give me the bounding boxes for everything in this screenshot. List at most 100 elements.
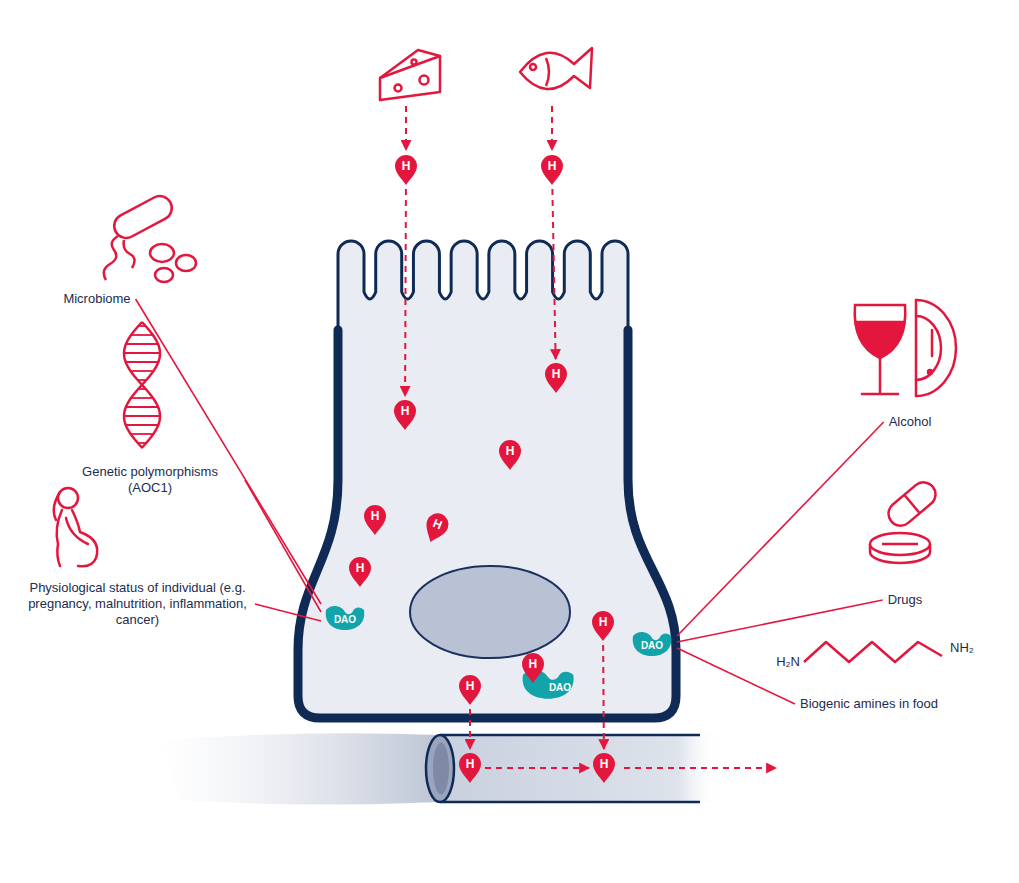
factor-label: Drugs — [855, 590, 955, 608]
fish-eye — [530, 64, 536, 70]
dna-strand — [124, 322, 160, 448]
histamine-symbol: H — [529, 653, 538, 675]
pin-fill — [420, 510, 452, 546]
histamine-pin: H — [544, 362, 568, 394]
dna-strand — [124, 322, 160, 448]
dna-rung — [124, 415, 160, 417]
histamine-pin: H — [521, 652, 545, 684]
pin-fill — [394, 400, 416, 430]
amine-chain — [804, 642, 942, 662]
fish-icon — [520, 48, 592, 89]
factor-label: NH₂ — [950, 638, 994, 656]
histamine-symbol: H — [552, 363, 561, 385]
dna-rung — [126, 424, 159, 426]
factor-text: Physiological status of individual (e.g.… — [25, 580, 250, 628]
histamine-flow-arrow — [602, 645, 605, 749]
histamine-pin: H — [458, 752, 482, 784]
histamine-symbol: H — [466, 675, 475, 697]
pin-fill — [592, 611, 614, 641]
factor-text: Microbiome — [63, 291, 130, 307]
dna-rung — [131, 397, 153, 399]
tablet-score — [882, 543, 918, 546]
histamine-symbol: H — [402, 155, 411, 177]
alcohol-icon — [855, 300, 956, 396]
dao-enzyme: DAO — [323, 601, 367, 631]
enzyme-name: DAO — [641, 639, 663, 653]
histamine-symbol: H — [466, 753, 475, 775]
dna-rung — [138, 388, 145, 390]
factor-text: Alcohol — [889, 414, 932, 430]
vessel-body — [440, 735, 720, 802]
pin-fill — [499, 440, 521, 470]
belly — [72, 510, 97, 566]
bottle-arc — [916, 300, 956, 396]
drugs-icon — [870, 477, 940, 563]
tablet-top — [870, 533, 930, 555]
histamine-pin: H — [394, 154, 418, 186]
pin-fill — [545, 363, 567, 393]
factor-label: Microbiome — [42, 289, 152, 307]
pin-fill — [459, 675, 481, 705]
factor-label: Alcohol — [860, 412, 960, 430]
histamine-pin: H — [458, 674, 482, 706]
pin-fill — [541, 155, 563, 185]
vessel-opening — [426, 735, 454, 802]
leader-line — [136, 299, 321, 604]
histamine-flow-arrow — [469, 709, 471, 749]
histamine-pin: H — [592, 752, 616, 784]
factor-text: Drugs — [888, 592, 923, 608]
leader-lines — [136, 299, 884, 704]
dao-enzyme: DAOH — [519, 664, 577, 700]
factor-label: H₂N — [766, 652, 800, 670]
wine — [856, 322, 904, 356]
pin-fill — [593, 753, 615, 783]
dao-fill — [326, 606, 365, 630]
enzyme-name: DAO — [334, 613, 356, 627]
dna-rung — [126, 361, 159, 363]
dna-rung — [138, 442, 146, 444]
histamine-symbol: H — [506, 440, 515, 462]
dna-rung — [126, 406, 158, 408]
histamine-pin: H — [419, 509, 453, 548]
histamine-pin: H — [393, 399, 417, 431]
dna-rung — [131, 433, 154, 435]
coccus — [150, 244, 174, 262]
glass-base — [862, 393, 898, 396]
cheese-hole — [420, 76, 429, 85]
histamine-symbol: H — [356, 557, 365, 579]
fish-body — [520, 48, 592, 89]
glass-bowl — [855, 305, 906, 358]
coccus — [155, 268, 173, 282]
histamine-pin: H — [363, 504, 387, 536]
glass-stem — [879, 358, 882, 392]
food-arrow — [551, 106, 553, 150]
pin-fill — [459, 753, 481, 783]
histamine-pin: H — [540, 154, 564, 186]
pin-fill — [522, 653, 544, 683]
histamine-flow-arrow — [404, 189, 407, 396]
bottle-dot — [928, 370, 932, 374]
dna-rung — [138, 379, 147, 381]
back — [57, 510, 62, 566]
dna-rung — [126, 343, 158, 345]
histamine-symbol: H — [548, 155, 557, 177]
pin-fill — [349, 557, 371, 587]
leader-line — [677, 422, 884, 636]
factor-label: Genetic polymorphisms (AOC1) — [60, 464, 240, 496]
histamine-flow-arrow — [485, 767, 589, 769]
arm — [66, 518, 88, 544]
cheese-top — [380, 50, 440, 78]
bottle-arc — [916, 316, 941, 380]
food-arrow — [405, 106, 407, 150]
amine-group: H₂N — [776, 654, 800, 670]
histamine-symbol: H — [371, 505, 380, 527]
factor-text: Genetic polymorphisms (AOC1) — [60, 464, 240, 496]
dao-fill — [633, 632, 672, 656]
leader-line — [245, 480, 321, 612]
factor-label: Biogenic amines in food — [800, 694, 1010, 712]
histamine-symbol: H — [401, 400, 410, 422]
dao-enzyme: DAO — [630, 627, 674, 657]
vessel-wall — [440, 734, 700, 737]
